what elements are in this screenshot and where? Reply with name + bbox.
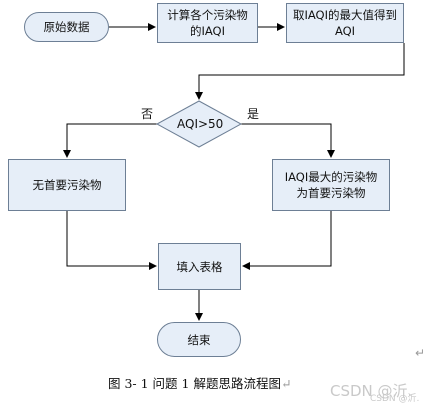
figure-caption: 图 3- 1 问题 1 解题思路流程图↵	[108, 373, 291, 392]
watermark-large: CSDN @沂.	[330, 382, 413, 400]
arrow-no-to-fill	[66, 211, 157, 270]
calc-iaqi-node: 计算各个污染物的IAQI	[157, 3, 258, 43]
decision-label: AQI>50	[177, 117, 224, 131]
fill-table-node: 填入表格	[158, 243, 241, 290]
arrow-decision-yes	[241, 123, 335, 158]
primary-pollutant-node: IAQI最大的污染物为首要污染物	[272, 159, 390, 211]
arrow-max-to-decision	[195, 43, 405, 100]
arrow-yes-to-fill	[242, 211, 332, 270]
paragraph-mark-right: ↵	[415, 346, 426, 360]
max-aqi-node: 取IAQI的最大值得到AQI	[286, 3, 404, 43]
no-primary-pollutant-node: 无首要污染物	[8, 159, 126, 211]
start-node: 原始数据	[24, 12, 109, 42]
no-branch-label: 否	[141, 107, 154, 121]
caption-paragraph-mark: ↵	[280, 376, 292, 391]
caption-text: 图 3- 1 问题 1 解题思路流程图	[108, 376, 281, 391]
arrow-decision-no	[63, 123, 157, 158]
decision-diamond	[155, 100, 243, 148]
watermark-small: CSDN @沂.	[370, 394, 420, 404]
end-node: 结束	[157, 322, 241, 357]
yes-branch-label: 是	[247, 107, 260, 121]
